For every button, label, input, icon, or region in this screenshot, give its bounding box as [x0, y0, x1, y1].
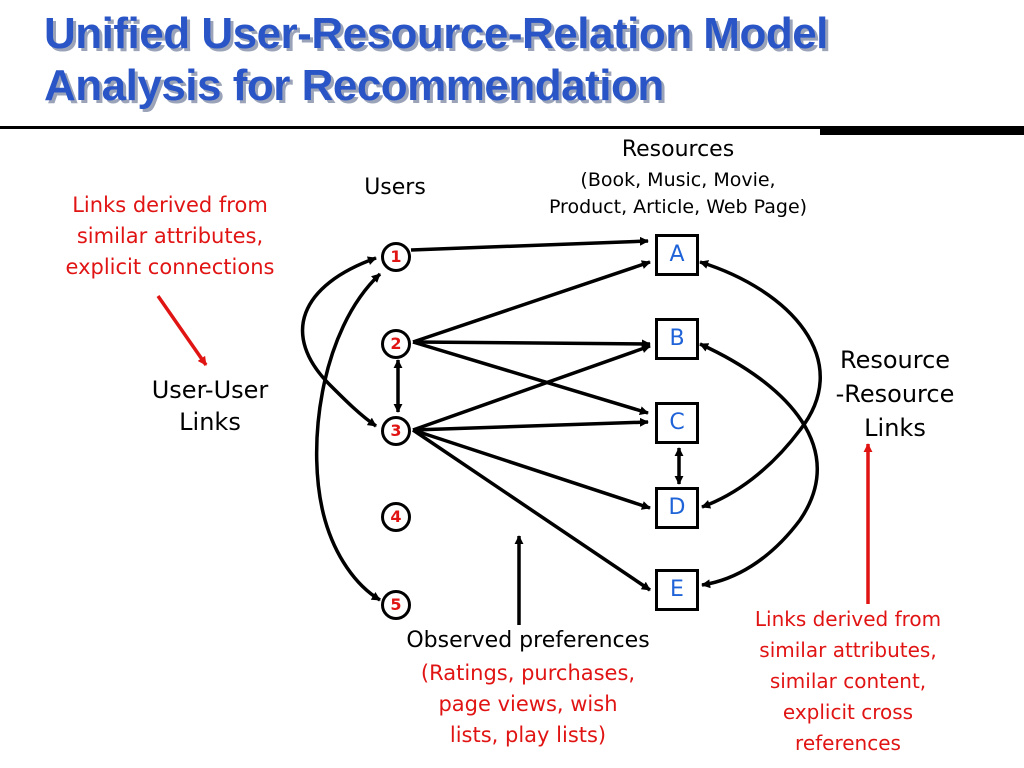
resource-links-note-line-4: explicit cross: [782, 700, 914, 724]
link-user3-resourceE: [412, 428, 651, 592]
resource-node-b: B: [655, 318, 699, 360]
resource-node-a: A: [655, 234, 699, 276]
link-user3-resourceB: [412, 344, 651, 432]
observed-preferences-line-3: lists, play lists): [449, 723, 607, 747]
user-user-links-line-2: Links: [179, 408, 241, 436]
link-user2-resourceB: [412, 339, 651, 349]
user-node-3: 3: [381, 416, 411, 446]
link-user2-resourceA: [412, 260, 651, 344]
resource-node-c: C: [655, 402, 699, 444]
link-user3-resourceD: [412, 428, 651, 510]
link-resourceB-resourceE: [699, 342, 819, 589]
resource-node-d: D: [655, 487, 699, 529]
observed-preferences-line-1: (Ratings, purchases,: [420, 661, 636, 685]
link-user1-resourceA: [410, 236, 649, 252]
user-node-5: 5: [381, 590, 411, 620]
slide-title: Unified User-Resource-Relation Model Ana…: [44, 8, 828, 112]
slide-title-line-1: Unified User-Resource-Relation Model: [44, 9, 828, 58]
user-links-note-line-2: similar attributes,: [76, 224, 264, 248]
resources-examples-line-1: (Book, Music, Movie,: [580, 169, 776, 191]
observed-preferences-heading: Observed preferences: [406, 628, 650, 653]
resource-links-note-line-2: similar attributes,: [759, 638, 937, 662]
resource-links-note-line-1: Links derived from: [754, 607, 942, 631]
title-divider: [0, 126, 820, 129]
link-user1-user5: [314, 272, 382, 602]
resource-links-note-line-3: similar content,: [769, 669, 927, 693]
resources-heading: Resources: [621, 137, 735, 162]
link-user3-resourceC: [412, 417, 649, 432]
link-user2-resourceC: [412, 340, 649, 415]
observed-preferences-line-2: page views, wish: [438, 692, 618, 716]
resource-resource-links-line-1: Resource: [839, 346, 951, 374]
user-links-note-line-1: Links derived from: [72, 193, 268, 217]
user-node-1: 1: [381, 242, 411, 272]
resource-node-e: E: [655, 569, 699, 611]
resource-resource-links-line-3: Links: [864, 414, 926, 442]
link-user1-user3: [300, 256, 377, 428]
resources-examples-line-2: Product, Article, Web Page): [548, 196, 808, 218]
user-links-note-line-3: explicit connections: [65, 255, 275, 279]
users-heading: Users: [364, 175, 426, 200]
slide-title-line-2: Analysis for Recommendation: [44, 61, 664, 110]
user-node-4: 4: [381, 502, 411, 532]
resource-resource-links-line-2: -Resource: [835, 380, 955, 408]
user-user-links-line-1: User-User: [151, 376, 269, 404]
resource-links-note-line-5: references: [795, 731, 901, 755]
title-divider-accent: [820, 126, 1024, 135]
user-node-2: 2: [381, 329, 411, 359]
user-links-note-pointer: [156, 295, 208, 366]
link-resourceA-resourceD: [699, 260, 822, 509]
